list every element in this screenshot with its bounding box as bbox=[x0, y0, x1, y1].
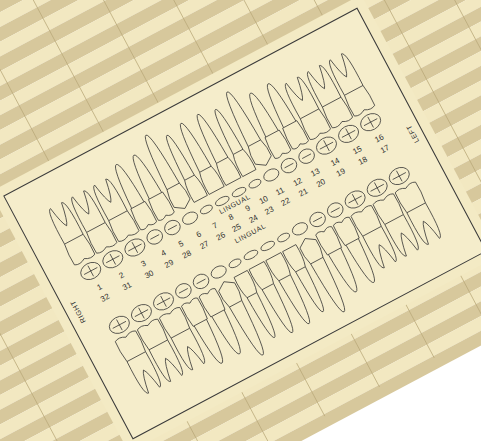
tooth-number: 19 bbox=[335, 167, 347, 178]
occlusal-view bbox=[336, 122, 362, 146]
tooth-number: 20 bbox=[315, 178, 327, 189]
tooth-number: 4 bbox=[160, 249, 168, 258]
tooth-number: 21 bbox=[298, 187, 310, 198]
occlusal-view bbox=[313, 134, 339, 158]
tooth-number: 15 bbox=[352, 145, 364, 156]
tooth-drawing bbox=[325, 51, 384, 135]
occlusal-groove bbox=[339, 125, 358, 143]
occlusal-view bbox=[296, 146, 317, 166]
tooth-number: 18 bbox=[357, 156, 369, 167]
tooth-number: 3 bbox=[140, 260, 148, 269]
occlusal-view bbox=[243, 248, 260, 261]
occlusal-groove bbox=[179, 288, 188, 293]
tooth-root bbox=[262, 81, 296, 128]
occlusal-view bbox=[122, 236, 148, 260]
side-label: RIGHT bbox=[69, 299, 87, 324]
occlusal-view bbox=[150, 289, 176, 313]
occlusal-view bbox=[248, 178, 263, 190]
occlusal-view bbox=[173, 281, 194, 301]
tooth-drawing bbox=[385, 163, 444, 247]
occlusal-groove bbox=[390, 167, 409, 185]
occlusal-groove bbox=[368, 179, 387, 197]
occlusal-groove bbox=[302, 154, 311, 159]
tooth-number: 28 bbox=[181, 249, 193, 260]
occlusal-view bbox=[144, 227, 165, 247]
tooth-number: 7 bbox=[211, 222, 219, 231]
occlusal-view bbox=[259, 239, 276, 252]
occlusal-groove bbox=[150, 235, 159, 240]
tooth-number: 9 bbox=[244, 204, 252, 213]
occlusal-groove bbox=[103, 250, 122, 268]
occlusal-view bbox=[228, 257, 243, 269]
occlusal-view bbox=[307, 210, 328, 230]
occlusal-groove bbox=[317, 137, 336, 155]
tooth-number: 16 bbox=[374, 133, 386, 144]
tooth-crown bbox=[394, 181, 426, 214]
tooth-number: 2 bbox=[118, 271, 126, 280]
occlusal-view bbox=[386, 164, 412, 188]
tooth-number: 32 bbox=[99, 293, 111, 304]
tooth-number: 29 bbox=[163, 259, 175, 270]
tooth-root bbox=[140, 132, 180, 190]
chart-card: LINGUAL123456789101112131415163231302928… bbox=[4, 8, 481, 439]
occlusal-view bbox=[290, 220, 309, 237]
occlusal-view bbox=[364, 176, 390, 200]
tooth-crown bbox=[343, 85, 375, 118]
occlusal-view bbox=[279, 156, 300, 176]
tooth-number: 5 bbox=[177, 240, 185, 249]
occlusal-groove bbox=[361, 113, 380, 131]
tooth-number: 26 bbox=[215, 231, 227, 242]
tooth-number: 11 bbox=[275, 186, 286, 197]
tooth-number: 27 bbox=[199, 240, 211, 251]
occlusal-view bbox=[276, 231, 291, 243]
occlusal-view bbox=[209, 263, 228, 280]
occlusal-view bbox=[106, 313, 132, 337]
occlusal-groove bbox=[168, 225, 177, 230]
occlusal-view bbox=[180, 210, 199, 227]
occlusal-groove bbox=[110, 316, 129, 334]
occlusal-view bbox=[100, 247, 126, 271]
side-label: LEFT bbox=[405, 124, 420, 145]
occlusal-groove bbox=[313, 217, 322, 222]
chart-border bbox=[4, 8, 481, 439]
occlusal-view bbox=[162, 218, 183, 238]
occlusal-groove bbox=[125, 239, 144, 257]
tooth-number: 24 bbox=[248, 214, 260, 225]
tooth-number: 8 bbox=[227, 213, 235, 222]
occlusal-groove bbox=[285, 163, 294, 168]
tooth-number: 12 bbox=[292, 177, 304, 188]
tooth-number: 10 bbox=[258, 195, 270, 206]
tooth-number: 23 bbox=[264, 205, 276, 216]
tooth-number: 13 bbox=[310, 167, 322, 178]
tooth-number: 6 bbox=[195, 230, 203, 239]
occlusal-groove bbox=[197, 279, 206, 284]
occlusal-view bbox=[191, 271, 212, 291]
tooth-number: 1 bbox=[96, 283, 104, 292]
occlusal-view bbox=[325, 200, 346, 220]
occlusal-view bbox=[262, 166, 281, 183]
paper-rule bbox=[444, 0, 481, 154]
tooth-number: 31 bbox=[122, 281, 134, 292]
occlusal-groove bbox=[132, 304, 151, 322]
tooth-number: 17 bbox=[379, 144, 391, 155]
occlusal-groove bbox=[346, 191, 365, 209]
tooth-number: 22 bbox=[280, 197, 292, 208]
tooth-number: 14 bbox=[330, 157, 342, 168]
occlusal-view bbox=[358, 110, 384, 134]
occlusal-groove bbox=[81, 262, 100, 280]
tooth-number: 30 bbox=[144, 269, 156, 280]
occlusal-view bbox=[78, 259, 104, 283]
occlusal-groove bbox=[331, 208, 340, 213]
occlusal-view bbox=[342, 187, 368, 211]
tooth-number: 25 bbox=[231, 223, 243, 234]
occlusal-groove bbox=[154, 293, 173, 311]
occlusal-view bbox=[128, 301, 154, 325]
occlusal-view bbox=[199, 203, 214, 215]
